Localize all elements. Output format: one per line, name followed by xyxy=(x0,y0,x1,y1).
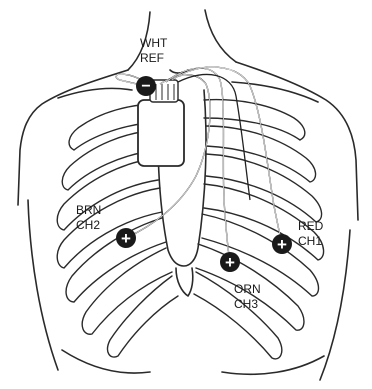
label-ch3-channel: CH3 xyxy=(234,297,258,311)
label-ref-channel: REF xyxy=(140,51,164,65)
label-ch1-channel: CH1 xyxy=(298,234,322,248)
costal-margin-left xyxy=(62,350,150,373)
label-ch2-color: BRN xyxy=(76,203,101,217)
wire-ch1-inner xyxy=(172,67,282,244)
label-ch2-channel: CH2 xyxy=(76,218,100,232)
wire-ch1 xyxy=(172,67,282,244)
torso-outline xyxy=(18,10,358,380)
rib-left-6 xyxy=(82,248,172,334)
electrode-ch2: + xyxy=(116,228,136,248)
electrode-ch3: + xyxy=(220,252,240,272)
rib-left-4 xyxy=(57,188,162,268)
clavicle-right xyxy=(232,82,318,102)
electrode-ch3-sign: + xyxy=(225,253,235,272)
neck-right xyxy=(205,10,236,62)
rib-right-2 xyxy=(206,126,316,182)
side-right xyxy=(320,230,350,380)
electrode-ch1: + xyxy=(272,234,292,254)
costal-margin xyxy=(62,350,324,374)
electrode-ref-sign: − xyxy=(141,78,150,95)
recorder-body xyxy=(138,100,184,166)
label-ch3-color: ORN xyxy=(234,282,261,296)
electrode-ch1-sign: + xyxy=(277,235,287,254)
label-ch1-color: RED xyxy=(298,219,324,233)
electrode-ref: − xyxy=(136,76,156,96)
side-left xyxy=(28,200,58,370)
label-ref-color: WHT xyxy=(140,36,168,50)
rib-right-1 xyxy=(204,100,305,140)
electrode-ch2-sign: + xyxy=(121,229,131,248)
rib-left-3 xyxy=(57,158,158,230)
xiphoid xyxy=(176,268,193,296)
